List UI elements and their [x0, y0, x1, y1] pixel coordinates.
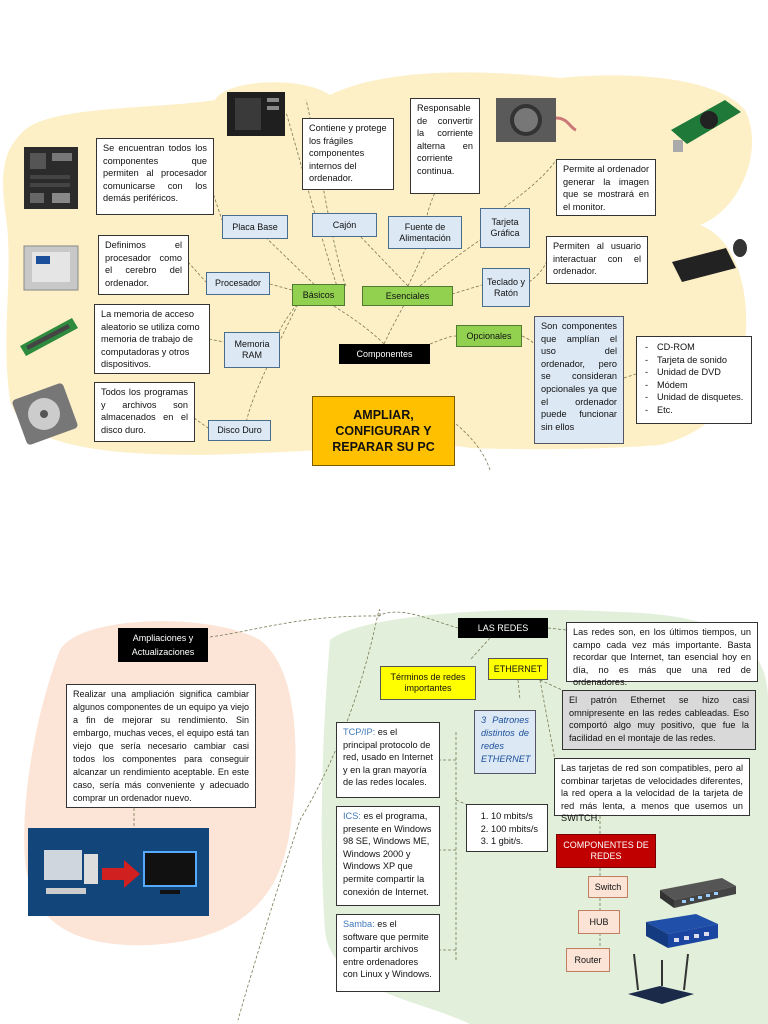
list-item: Unidad de disquetes.	[645, 391, 745, 404]
desc-tarjeta: Permite al ordenador generar la imagen q…	[556, 159, 656, 216]
node-teclado: Teclado y Ratón	[482, 268, 530, 307]
desc-patrones-ethernet: 3 Patrones distintos de redes ETHERNET	[474, 710, 536, 774]
hard-disk-icon	[12, 383, 78, 445]
node-ampliaciones: Ampliaciones y Actualizaciones	[118, 628, 208, 662]
ram-icon	[20, 318, 78, 356]
desc-ampliaciones: Realizar una ampliación significa cambia…	[66, 684, 256, 808]
hub-icon	[646, 914, 718, 948]
node-las-redes: LAS REDES	[458, 618, 548, 638]
node-componentes-redes: COMPONENTES DE REDES	[556, 834, 656, 868]
power-supply-icon	[496, 98, 577, 142]
switch-icon	[660, 878, 736, 908]
node-tarjeta-grafica: Tarjeta Gráfica	[480, 208, 530, 248]
tcpip-text: es el principal protocolo de red, usado …	[343, 727, 433, 788]
node-router: Router	[566, 948, 610, 972]
term-tcpip: TCP/IP:	[343, 727, 376, 737]
node-placa-base: Placa Base	[222, 215, 288, 239]
list-item: Módem	[645, 379, 745, 392]
connector-lines	[133, 99, 637, 1021]
desc-tcpip: TCP/IP: es el principal protocolo de red…	[336, 722, 440, 798]
node-memoria-ram: Memoria RAM	[224, 332, 280, 368]
node-esenciales: Esenciales	[362, 286, 453, 306]
desc-placa-base: Se encuentran todos los componentes que …	[96, 138, 214, 215]
node-cajon: Cajón	[312, 213, 377, 237]
desc-opcionales: Son componentes que amplían el uso del o…	[534, 316, 624, 444]
node-ethernet: ETHERNET	[488, 658, 548, 680]
list-item: 1 gbit/s.	[491, 835, 541, 848]
list-item: CD-ROM	[645, 341, 745, 354]
desc-fuente: Responsable de convertir la corriente al…	[410, 98, 480, 194]
desc-las-redes: Las redes son, en los últimos tiempos, u…	[566, 622, 758, 687]
list-item: Tarjeta de sonido	[645, 354, 745, 367]
list-item: 10 mbits/s	[491, 810, 541, 823]
list-item: Unidad de DVD	[645, 366, 745, 379]
graphics-card-icon	[671, 100, 741, 152]
term-ics: ICS:	[343, 811, 361, 821]
ethernet-speeds-list: 10 mbits/s 100 mbits/s 1 gbit/s.	[473, 810, 541, 848]
desc-ethernet: El patrón Ethernet se hizo casi omnipres…	[562, 690, 756, 750]
list-item: 100 mbits/s	[491, 823, 541, 836]
list-speeds: 10 mbits/s 100 mbits/s 1 gbit/s.	[466, 804, 548, 852]
node-switch: Switch	[588, 876, 628, 898]
central-title: AMPLIAR, CONFIGURAR Y REPARAR SU PC	[312, 396, 455, 466]
desc-memoria: La memoria de acceso aleatorio se utiliz…	[94, 304, 210, 374]
cpu-icon	[23, 245, 79, 291]
node-terminos-redes: Términos de redes importantes	[380, 666, 476, 700]
samba-text: es el software que permite compartir arc…	[343, 919, 432, 980]
ics-text: es el programa, presente en Windows 98 S…	[343, 811, 432, 897]
list-item: Etc.	[645, 404, 745, 417]
desc-samba: Samba: es el software que permite compar…	[336, 914, 440, 992]
node-opcionales: Opcionales	[456, 325, 522, 347]
desc-ics: ICS: es el programa, presente en Windows…	[336, 806, 440, 906]
router-icon	[628, 953, 694, 1004]
node-hub: HUB	[578, 910, 620, 934]
node-disco-duro: Disco Duro	[208, 420, 271, 441]
motherboard-icon	[24, 147, 78, 209]
keyboard-mouse-icon	[672, 239, 747, 282]
node-componentes: Componentes	[339, 344, 430, 364]
desc-procesador: Definimos el procesador como el cerebro …	[98, 235, 189, 295]
list-opcionales: CD-ROM Tarjeta de sonido Unidad de DVD M…	[636, 336, 752, 424]
computer-upgrade-icon	[28, 828, 209, 916]
desc-teclado: Permiten al usuario interactuar con el o…	[546, 236, 648, 284]
desc-tarjetas-red: Las tarjetas de red son compatibles, per…	[554, 758, 750, 823]
pc-case-icon	[227, 92, 285, 136]
desc-disco: Todos los programas y archivos son almac…	[94, 382, 195, 442]
node-procesador: Procesador	[206, 272, 270, 295]
term-samba: Samba:	[343, 919, 375, 929]
desc-cajon: Contiene y protege los frágiles componen…	[302, 118, 394, 190]
node-fuente: Fuente de Alimentación	[388, 216, 462, 249]
node-basicos: Básicos	[292, 284, 345, 306]
optional-components-list: CD-ROM Tarjeta de sonido Unidad de DVD M…	[643, 341, 745, 417]
